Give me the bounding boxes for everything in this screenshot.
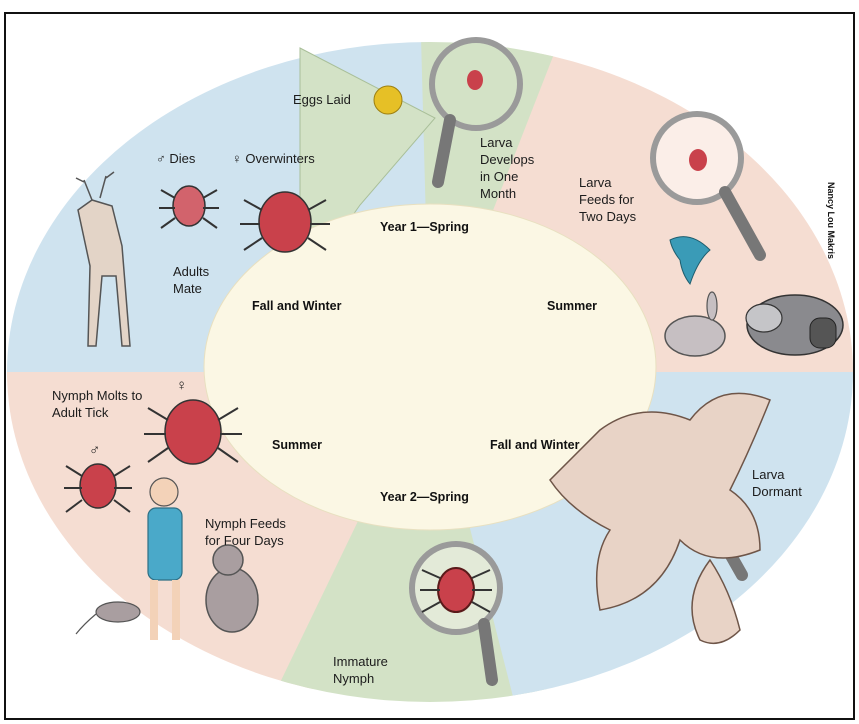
label-nymph-molts: Nymph Molts to Adult Tick (52, 387, 142, 421)
season-summer-year1: Summer (547, 298, 597, 315)
mouse-icon (76, 602, 140, 634)
label-immature-nymph: Immature Nymph (333, 653, 388, 687)
male-tick-icon (64, 464, 132, 512)
label-male-symbol: ♂ (89, 442, 100, 459)
label-eggs-laid: Eggs Laid (293, 91, 351, 108)
season-year2-spring: Year 2—Spring (380, 489, 469, 506)
larva-tick-icon (689, 149, 707, 171)
larva-tick-icon (467, 70, 483, 90)
label-larva-feeds: Larva Feeds for Two Days (579, 174, 636, 225)
label-male-dies: ♂ Dies (156, 150, 195, 167)
season-fall-winter-year1: Fall and Winter (252, 298, 341, 315)
illustrator-credit: Nancy Lou Makris (826, 182, 836, 259)
season-fall-winter-year2: Fall and Winter (490, 437, 579, 454)
label-larva-develops: Larva Develops in One Month (480, 134, 534, 202)
label-female-overwinters: ♀ Overwinters (232, 150, 315, 167)
season-year1-spring: Year 1—Spring (380, 219, 469, 236)
label-adults-mate: Adults Mate (173, 263, 209, 297)
season-summer-year2: Summer (272, 437, 322, 454)
label-female-symbol: ♀ (176, 377, 187, 394)
raccoon-icon (746, 295, 843, 355)
label-larva-dormant: Larva Dormant (752, 466, 802, 500)
egg-cluster-icon (374, 86, 402, 114)
label-nymph-feeds: Nymph Feeds for Four Days (205, 515, 286, 549)
